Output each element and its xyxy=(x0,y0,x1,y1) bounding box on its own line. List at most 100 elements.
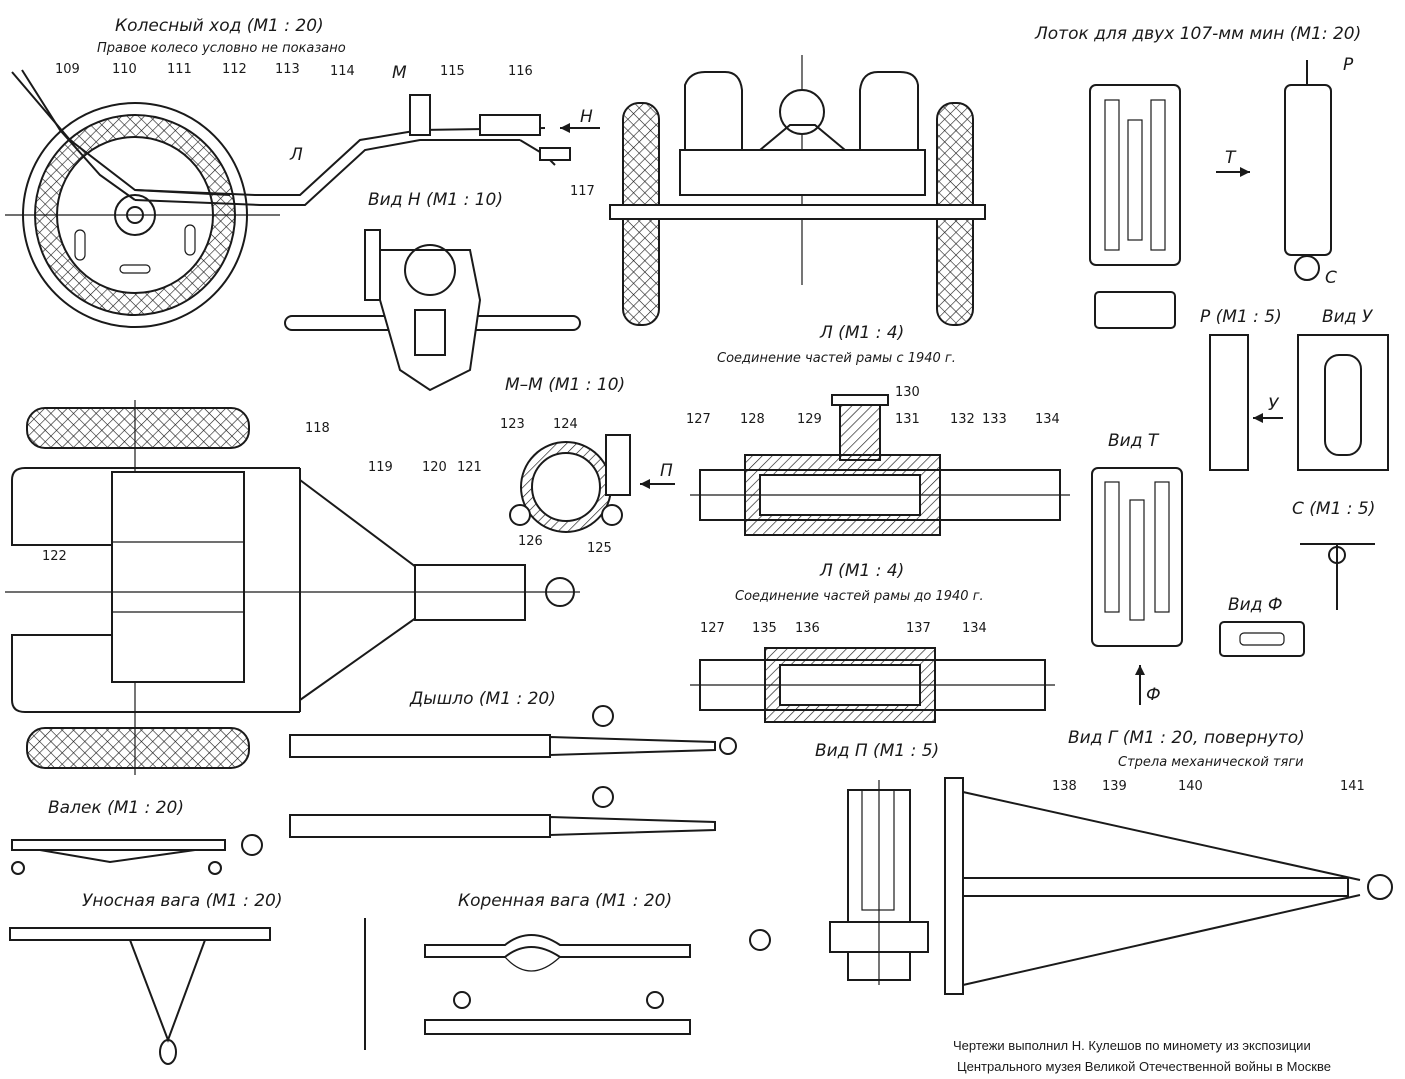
front-crossbar xyxy=(679,149,926,196)
view-f-body xyxy=(1219,621,1305,657)
callout-140: 140 xyxy=(1178,779,1203,794)
drawbar-upper-taper xyxy=(549,735,716,757)
front-bracket xyxy=(759,124,846,151)
unos-bar xyxy=(9,927,271,941)
top-view-top-rail xyxy=(11,467,300,481)
view-f-handle xyxy=(1239,632,1285,646)
pin-117 xyxy=(539,147,571,161)
callout-124: 124 xyxy=(553,417,578,432)
drawbar-lower-shaft xyxy=(289,814,551,838)
section-mm-inner xyxy=(531,452,601,522)
view-g-note: Стрела механической тяги xyxy=(1118,755,1304,770)
callout-125: 125 xyxy=(587,541,612,556)
detail-r-title: Р (М1 : 5) xyxy=(1200,307,1282,327)
view-g-base-plate xyxy=(944,777,964,995)
view-p-lever xyxy=(861,789,895,911)
callout-132: 132 xyxy=(950,412,975,427)
wheel-slot-right xyxy=(184,224,196,256)
view-h-clamp xyxy=(404,244,456,296)
callout-109: 109 xyxy=(55,62,80,77)
callout-135: 135 xyxy=(752,621,777,636)
top-view-left-frame-lower xyxy=(11,634,112,700)
frame-tube xyxy=(134,127,546,196)
callout-138: 138 xyxy=(1052,779,1077,794)
callout-130: 130 xyxy=(895,385,920,400)
callout-139: 139 xyxy=(1102,779,1127,794)
callout-134: 134 xyxy=(1035,412,1060,427)
callout-128: 128 xyxy=(740,412,765,427)
tray-top-view xyxy=(1094,291,1176,329)
koren-vaga: Коренная вага (М1 : 20) xyxy=(424,891,771,1035)
top-view-lower-strut xyxy=(299,614,520,701)
drawbar-title: Дышло (М1 : 20) xyxy=(409,689,556,709)
view-g-boom xyxy=(962,877,1349,897)
section-mm-tube-left xyxy=(509,504,531,526)
koren-left-eye xyxy=(453,991,471,1009)
valek-end-view xyxy=(241,834,263,856)
tray-front-slot-1 xyxy=(1104,99,1120,251)
view-g-lower-rope xyxy=(962,894,1361,986)
top-view-lower-wheel xyxy=(26,727,250,769)
tray-section: Лоток для двух 107-мм мин (М1: 20) Т Р С xyxy=(1034,24,1361,329)
detail-c: С (М1 : 5) xyxy=(1292,499,1375,610)
callout-115: 115 xyxy=(440,64,465,79)
tray-title: Лоток для двух 107-мм мин (М1: 20) xyxy=(1034,24,1361,44)
wheel-train-side-view: Колесный ход (М1 : 20) Правое колесо усл… xyxy=(5,16,600,328)
letter-f: Ф xyxy=(1146,685,1161,705)
callout-119: 119 xyxy=(368,460,393,475)
view-t-slot-3 xyxy=(1154,481,1170,613)
callout-136: 136 xyxy=(795,621,820,636)
unos-title: Уносная вага (М1 : 20) xyxy=(82,891,283,911)
view-t-slot-2 xyxy=(1129,499,1145,621)
unos-triangle xyxy=(129,939,206,1043)
latch-m xyxy=(409,94,431,136)
section-l-after-1940: Л (М1 : 4) Соединение частей рамы с 1940… xyxy=(686,323,1070,536)
view-p-title: Вид П (М1 : 5) xyxy=(815,741,939,761)
callout-131: 131 xyxy=(895,412,920,427)
callout-133: 133 xyxy=(982,412,1007,427)
callout-127: 127 xyxy=(686,412,711,427)
credit-line-2: Центрального музея Великой Отечественной… xyxy=(957,1059,1331,1074)
section-l1-cap xyxy=(831,394,889,406)
view-t: Вид Т Ф xyxy=(1091,431,1183,705)
view-u-title: Вид У xyxy=(1322,307,1374,327)
tray-front-slot-3 xyxy=(1150,99,1166,251)
letter-l: Л xyxy=(289,145,303,165)
section-mm-tube-right xyxy=(601,504,623,526)
section-m-m: М–М (М1 : 10) П 123 124 126 125 xyxy=(500,375,675,556)
view-g-upper-rope xyxy=(962,791,1361,881)
callout-122: 122 xyxy=(42,549,67,564)
callout-123: 123 xyxy=(500,417,525,432)
bracket-116 xyxy=(479,114,541,136)
section-l1-note: Соединение частей рамы с 1940 г. xyxy=(717,351,956,366)
view-h-title: Вид Н (М1 : 10) xyxy=(368,190,503,210)
callout-137: 137 xyxy=(906,621,931,636)
detail-c-title: С (М1 : 5) xyxy=(1292,499,1375,519)
callout-141: 141 xyxy=(1340,779,1365,794)
top-view-upper-strut xyxy=(299,479,520,571)
top-view-left-frame-upper xyxy=(11,480,112,546)
koren-chain xyxy=(504,956,561,972)
callout-121: 121 xyxy=(457,460,482,475)
section-l1-title: Л (М1 : 4) xyxy=(819,323,904,343)
callout-114: 114 xyxy=(330,64,355,79)
callout-118: 118 xyxy=(305,421,330,436)
view-h: Вид Н (М1 : 10) xyxy=(284,190,581,392)
koren-title: Коренная вага (М1 : 20) xyxy=(458,891,672,911)
front-right-handle xyxy=(859,71,919,150)
callout-127b: 127 xyxy=(700,621,725,636)
detail-r-u: Р (М1 : 5) У Вид У xyxy=(1200,307,1389,471)
koren-right-eye xyxy=(646,991,664,1009)
wheel-slot-left xyxy=(74,229,86,261)
cart-top-view: 118 119 120 121 122 xyxy=(5,400,580,775)
valek-title: Валек (М1 : 20) xyxy=(48,798,184,818)
arrow-u-head xyxy=(1253,413,1263,423)
view-h-handle xyxy=(364,229,381,301)
koren-lower-bar xyxy=(424,1019,691,1035)
tray-front-slot-2 xyxy=(1127,119,1143,241)
callout-110: 110 xyxy=(112,62,137,77)
drawbar-upper-shaft xyxy=(289,734,551,758)
front-axle xyxy=(609,204,986,220)
top-view-bottom-rail xyxy=(11,699,300,713)
